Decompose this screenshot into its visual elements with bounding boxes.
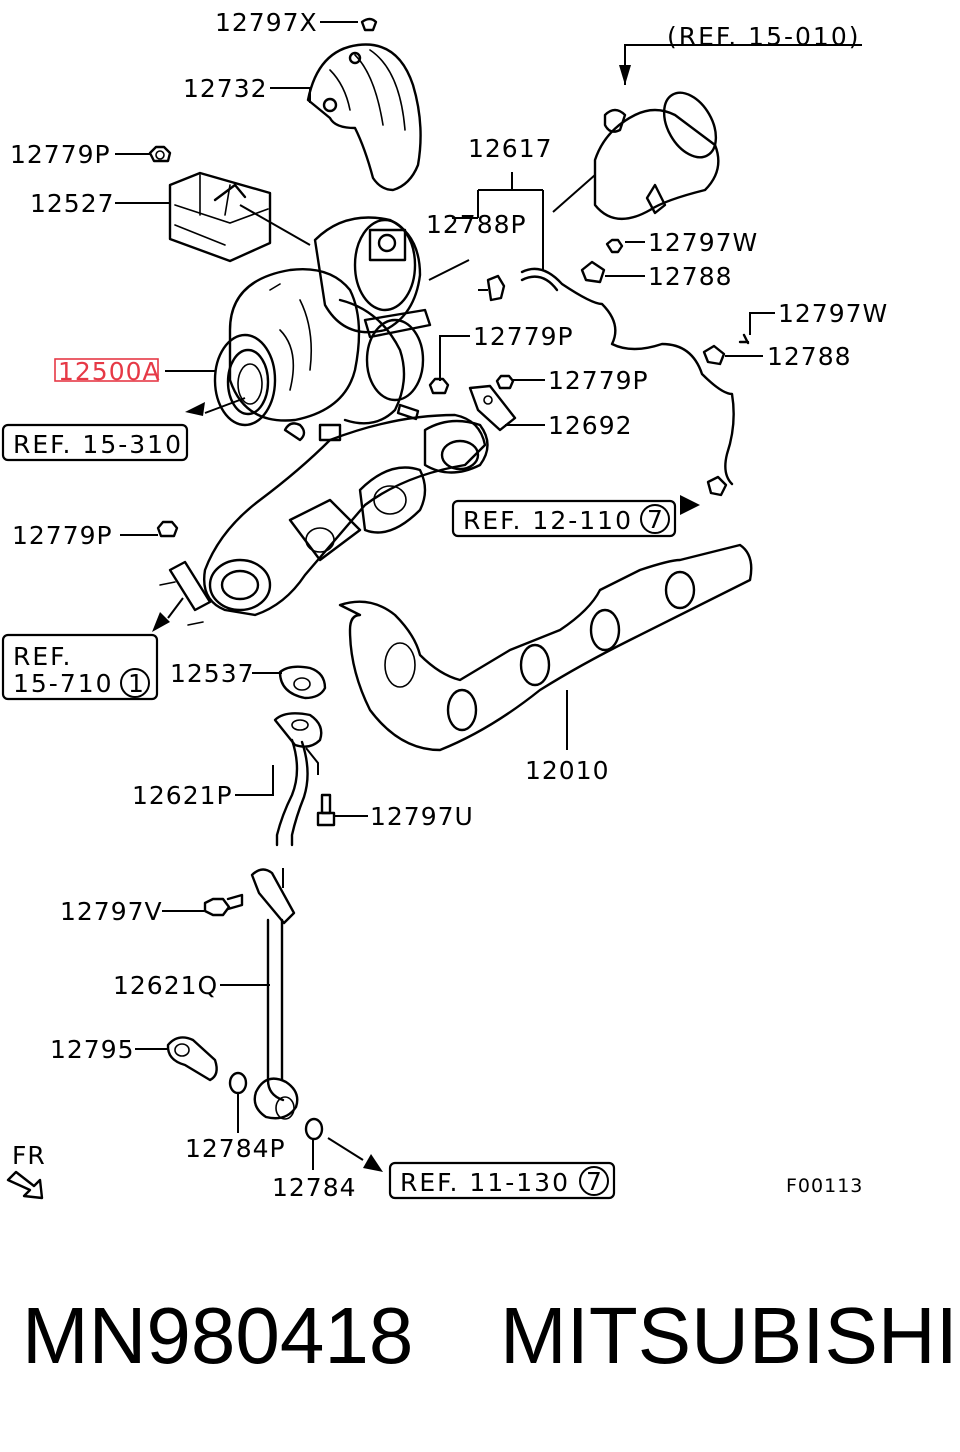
hose-end-fitting [706,475,728,497]
front-arrow-icon [6,1170,44,1200]
arrowhead-ref-15-310 [185,402,205,416]
banjo-bolt-12795 [166,1036,218,1082]
ref-15-310-text: REF. 15-310 [13,430,183,459]
gasket-12784 [304,1117,324,1141]
ref-12-110-circle [640,504,670,534]
ref-11-130-circle-num: 7 [586,1167,602,1196]
label-12500a[interactable]: 12500A [58,357,161,386]
nut-12779p-top [148,145,172,163]
arrowhead-ref-15-710 [152,612,170,632]
label-12788-lower[interactable]: 12788 [767,342,852,371]
nut-12779p-right [428,377,450,395]
ref-12-110-text: REF. 12-110 [463,506,633,535]
label-12784[interactable]: 12784 [272,1173,357,1202]
leader-lines [115,21,862,1170]
ref-box-15-710[interactable]: REF. 15-710 1 [1,633,159,701]
part-number: MN980418 [22,1291,414,1380]
gasket-12537 [278,665,327,700]
label-12779p-left[interactable]: 12779P [12,521,113,550]
fitting-12788p [486,274,506,302]
arrowhead-ref-15-010 [619,65,631,85]
label-12788-upper[interactable]: 12788 [648,262,733,291]
insulator-12527 [168,171,272,263]
gasket-12784p [228,1071,248,1095]
label-12797w-upper[interactable]: 12797W [648,228,758,257]
label-12617[interactable]: 12617 [468,134,553,163]
turbocharger-12500a [213,216,432,442]
exhaust-manifold-12010 [338,543,753,752]
label-12797u[interactable]: 12797U [370,802,474,831]
clip-12797x [360,17,378,32]
arrowheads [152,65,700,1172]
highlight-box [54,358,159,382]
label-12692[interactable]: 12692 [548,411,633,440]
label-12621p[interactable]: 12621P [132,781,233,810]
heat-shield-12732 [306,43,422,192]
front-label: FR [12,1141,46,1170]
label-12795[interactable]: 12795 [50,1035,135,1064]
ref-12-110-circle-num: 7 [647,505,663,534]
bolt-12797v [203,893,244,917]
nut-12779p-left [156,520,179,538]
oil-pipe-12621p [273,712,323,847]
bolt-12797u [316,793,336,827]
label-12784p[interactable]: 12784P [185,1134,286,1163]
ref-15-010[interactable]: (REF. 15-010) [667,22,860,51]
vacuum-hose-12617 [520,267,735,486]
label-12010[interactable]: 12010 [525,756,610,785]
label-12797w-lower[interactable]: 12797W [778,299,888,328]
label-12779p-small[interactable]: 12779P [548,366,649,395]
footer: MN980418 MITSUBISHI [0,1290,960,1400]
label-12621q[interactable]: 12621Q [113,971,218,1000]
exploded-parts-diagram: 12797X 12732 12779P 12527 12617 12788P 1… [1,8,888,1202]
oil-pipe-12621q [250,868,299,1120]
ref-15-710-circle [120,668,150,698]
intake-component-ref-15-010 [593,91,720,221]
ref-15-710-line1: REF. [13,642,72,671]
label-12797x[interactable]: 12797X [215,8,318,37]
ref-box-11-130[interactable]: REF. 11-130 7 [388,1161,616,1200]
label-12788p[interactable]: 12788P [426,210,527,239]
figure-code: F00113 [786,1175,863,1197]
label-12797v[interactable]: 12797V [60,897,163,926]
brand-name: MITSUBISHI [500,1291,958,1380]
nut-12779p-small [495,374,515,390]
bolt-12797w-upper [605,238,624,254]
label-12779p-top[interactable]: 12779P [10,140,111,169]
arrowhead-ref-11-130 [363,1154,383,1172]
ref-11-130-text: REF. 11-130 [400,1168,570,1197]
arrowhead-ref-12-110 [680,495,700,515]
clamp-12788-upper [580,260,606,284]
ref-11-130-circle [579,1166,609,1196]
clamp-12788-lower [702,344,726,366]
ref-15-710-circle-num: 1 [128,669,144,698]
ref-15-710-line2: 15-710 [13,669,114,698]
ref-box-12-110[interactable]: REF. 12-110 7 [451,499,677,538]
label-12732[interactable]: 12732 [183,74,268,103]
label-12527[interactable]: 12527 [30,189,115,218]
exhaust-manifold-upper [159,413,489,626]
ref-box-15-310[interactable]: REF. 15-310 [1,423,189,462]
label-12537[interactable]: 12537 [170,659,255,688]
bolt-12797w-lower [738,333,750,345]
label-12779p-right[interactable]: 12779P [473,322,574,351]
